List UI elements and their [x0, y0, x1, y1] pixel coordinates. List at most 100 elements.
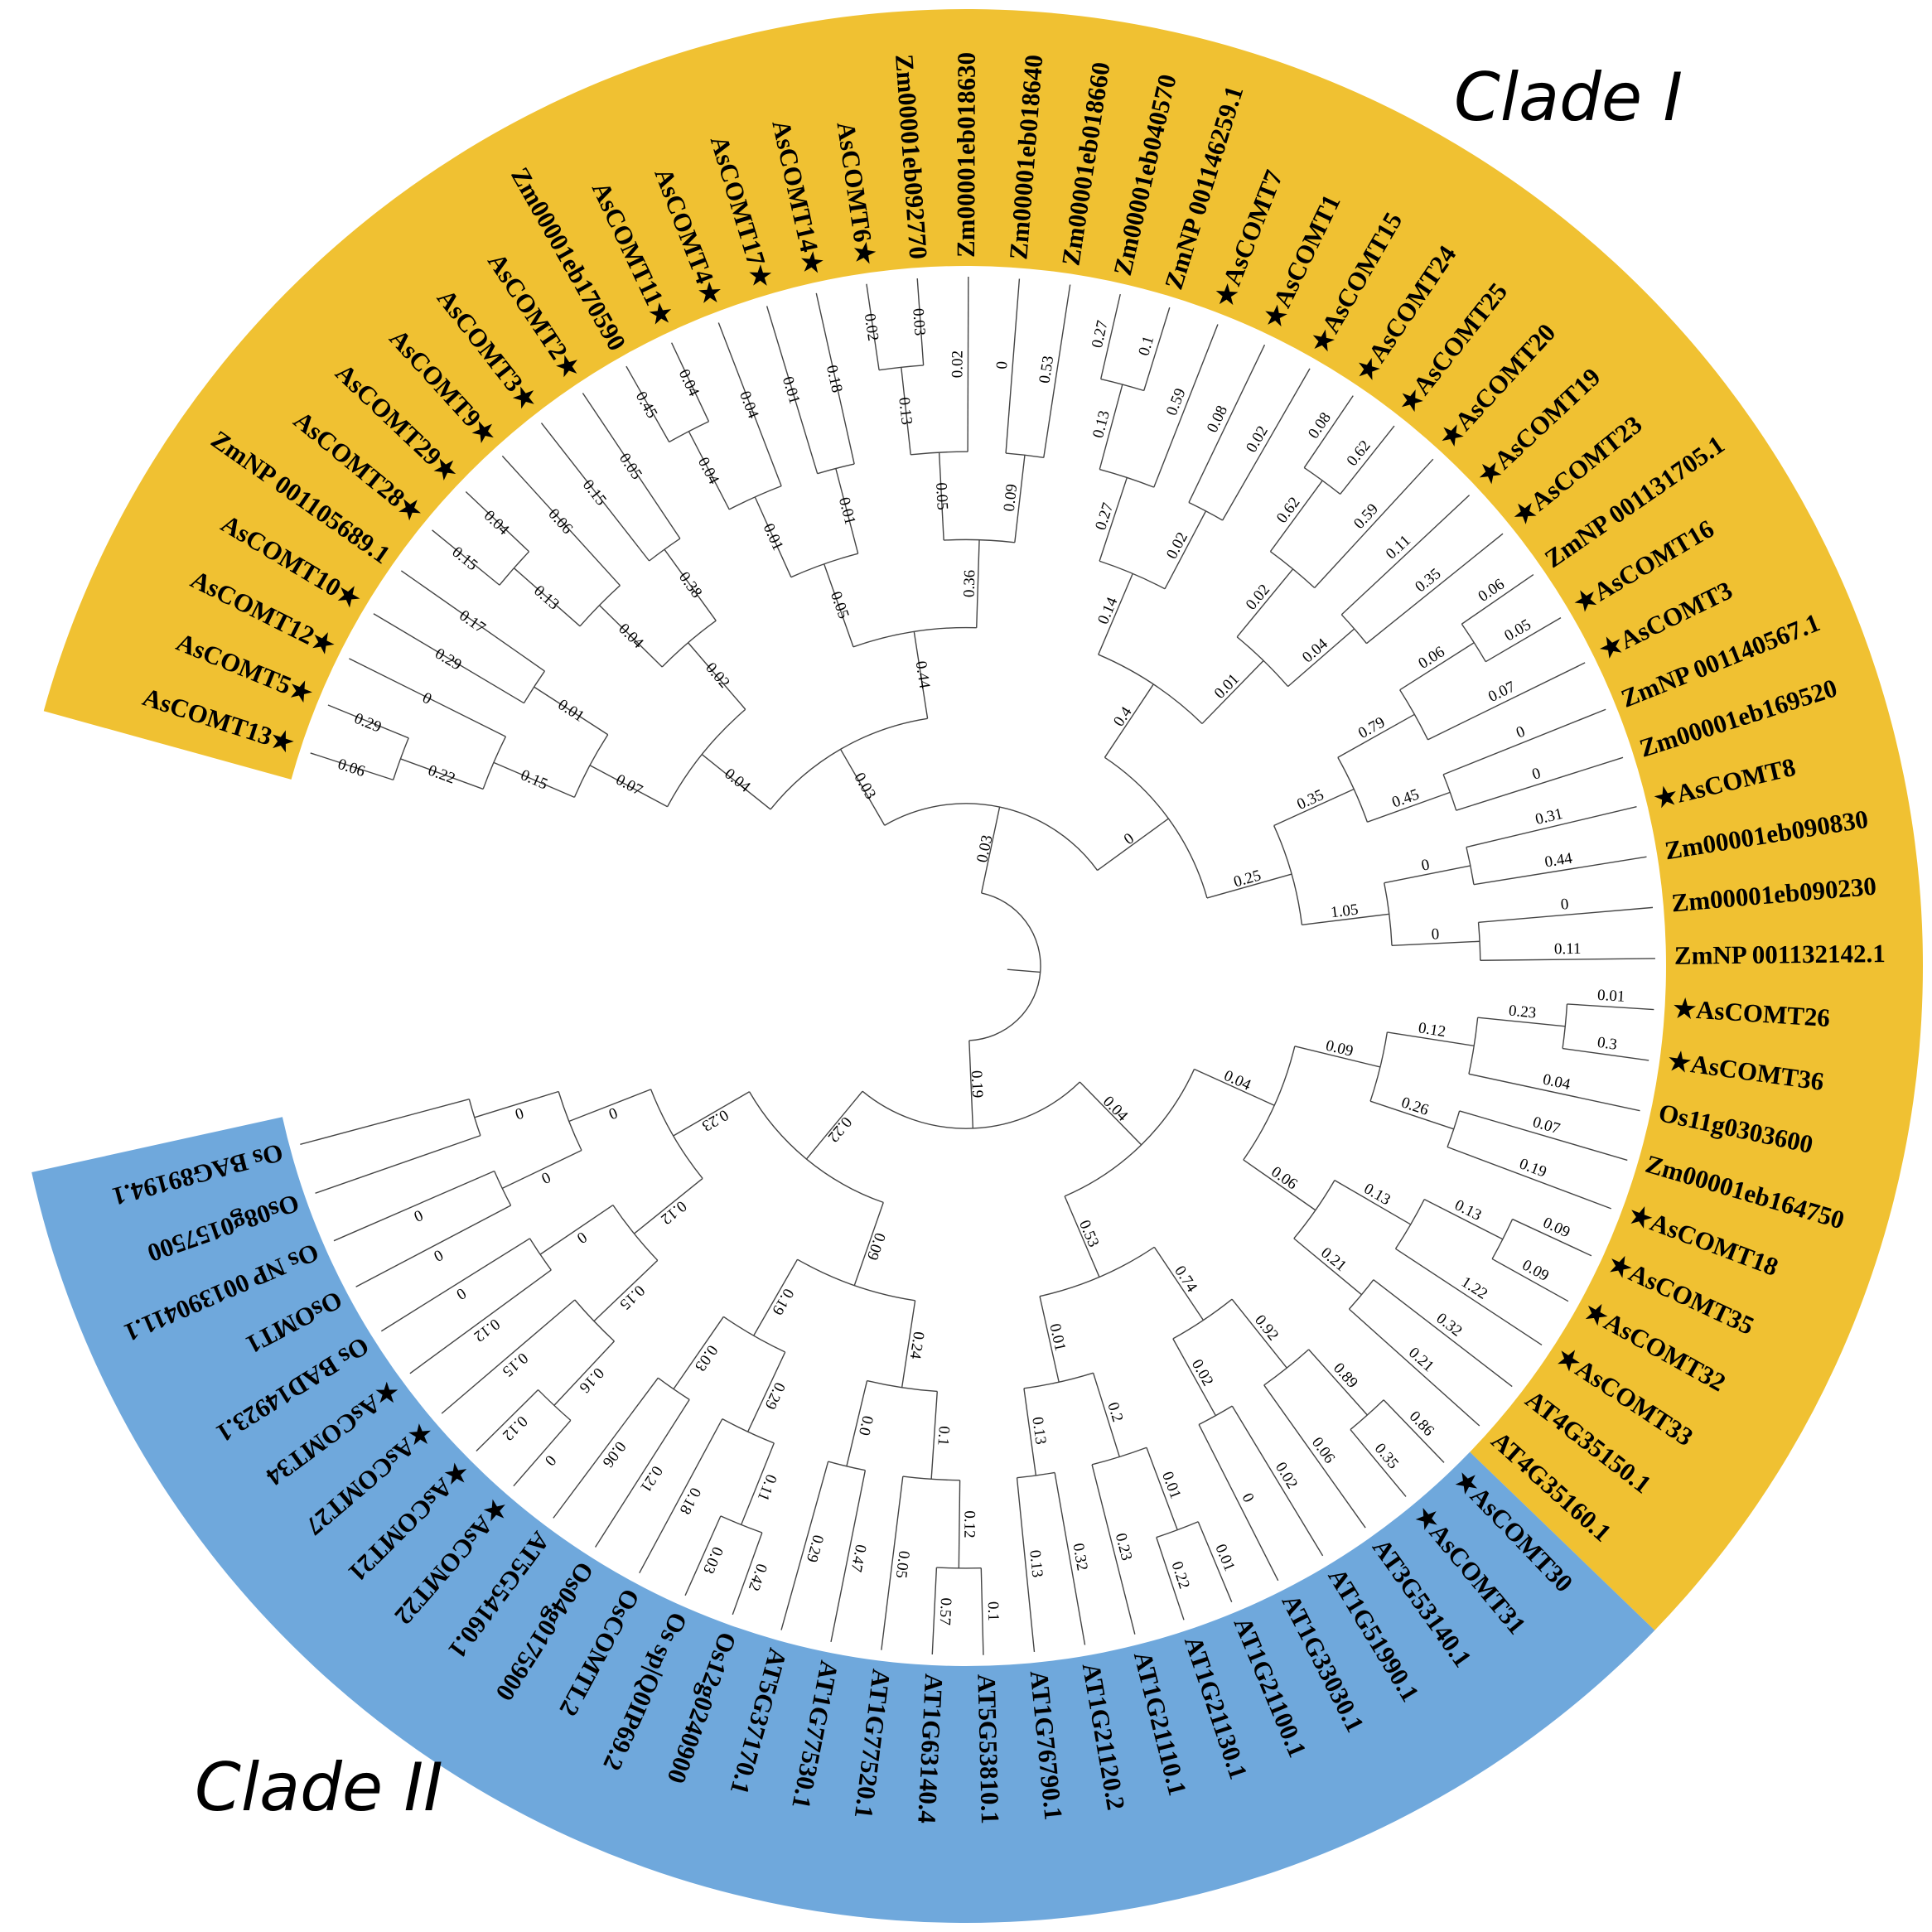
- branch-length-label: 0: [1420, 856, 1431, 874]
- branch-edge: [1198, 1424, 1279, 1582]
- branch-length-label: 0.53: [1036, 355, 1058, 384]
- branch-edge: [493, 761, 575, 799]
- leaf-label: Zm00001eb018630: [951, 52, 981, 258]
- branch-edge: [901, 367, 911, 455]
- branch-edge: [1340, 495, 1471, 616]
- branch-length-label: 0.32: [1069, 1542, 1090, 1572]
- branch-length-label: 0.21: [1317, 1244, 1350, 1275]
- branch-length-label: 0.29: [351, 710, 384, 737]
- branch-edge: [846, 1380, 868, 1466]
- branch-arc: [748, 1091, 884, 1204]
- branch-edge: [1567, 1003, 1654, 1011]
- branch-edge: [1468, 1073, 1640, 1112]
- branch-arc: [936, 1567, 982, 1569]
- branch-edge: [501, 455, 621, 587]
- branch-arc: [1491, 1219, 1514, 1259]
- branch-arc: [1236, 636, 1289, 688]
- branch-edge: [1054, 1472, 1086, 1645]
- branch-arc: [797, 1258, 915, 1302]
- branch-edge: [1373, 1279, 1513, 1388]
- branch-length-label: 0.3: [1596, 1034, 1618, 1054]
- branch-length-label: 0.01: [1596, 987, 1625, 1006]
- branch-length-label: 0.01: [779, 374, 804, 406]
- branch-edge: [373, 613, 524, 704]
- branch-length-label: 0.04: [694, 455, 722, 488]
- branch-edge: [1194, 1068, 1275, 1106]
- branch-length-label: 0.15: [518, 766, 550, 793]
- branch-edge: [1491, 1258, 1569, 1302]
- branch-edge: [938, 452, 944, 541]
- branch-length-label: 0.16: [576, 1364, 607, 1396]
- branch-arc: [1006, 452, 1044, 459]
- branch-length-label: 0: [1530, 765, 1543, 784]
- branch-length-label: 0.92: [1251, 1311, 1282, 1344]
- branch-edge: [673, 1091, 750, 1137]
- branch-edge: [432, 529, 500, 586]
- branch-arc: [884, 803, 1099, 871]
- branch-edge: [1273, 788, 1355, 827]
- branch-length-label: 0.02: [861, 312, 882, 342]
- branch-length-label: 0.42: [745, 1562, 770, 1593]
- branch-edge: [815, 292, 855, 465]
- branch-length-label: 0: [606, 1104, 620, 1123]
- branch-length-label: 0.12: [471, 1315, 503, 1345]
- branch-edge: [1043, 284, 1071, 458]
- branch-length-label: 0.59: [1163, 386, 1190, 418]
- clade-ii-title: Clade II: [195, 1749, 443, 1826]
- branch-edge: [1197, 1521, 1233, 1602]
- branch-length-label: 0.35: [1294, 786, 1326, 814]
- branch-length-label: 0.1: [934, 1426, 953, 1447]
- branch-edge: [753, 1258, 799, 1336]
- branch-length-label: 0.15: [499, 1349, 531, 1380]
- branch-length-label: 0.13: [1089, 408, 1113, 440]
- branch-arc: [828, 1461, 866, 1471]
- branch-length-label: 0.02: [1243, 423, 1272, 456]
- branch-edge: [866, 283, 880, 370]
- clade-i-band: [43, 9, 1924, 1630]
- branch-arc: [1442, 774, 1457, 811]
- branch-edge: [1231, 1298, 1287, 1369]
- branch-length-label: 0.1: [984, 1601, 1002, 1621]
- clade-ii-band: [31, 1117, 1655, 1923]
- branch-arc: [657, 1377, 690, 1400]
- branch-edge: [1206, 873, 1292, 899]
- branch-edge: [1016, 1477, 1036, 1652]
- branch-edge: [1269, 480, 1323, 553]
- branch-length-label: 0.25: [1232, 867, 1263, 891]
- branch-edge: [539, 1205, 614, 1255]
- branch-arc: [649, 538, 681, 562]
- branch-edge: [1340, 425, 1395, 495]
- branch-edge: [1153, 324, 1219, 488]
- branch-edge: [501, 1149, 582, 1190]
- branch-edge: [513, 568, 581, 627]
- branch-length-label: 0.17: [456, 607, 488, 637]
- branch-length-label: 0.32: [1433, 1310, 1466, 1340]
- branch-length-label: 0.12: [1417, 1019, 1447, 1041]
- branch-edge: [1005, 278, 1021, 454]
- branch-length-label: 0.22: [824, 1113, 855, 1146]
- branch-length-label: 0.04: [1221, 1067, 1253, 1094]
- branch-arc: [1104, 756, 1208, 899]
- clade-bands: [31, 9, 1924, 1923]
- branch-arc: [817, 463, 855, 475]
- branch-edge: [380, 1238, 530, 1332]
- branch-edge: [1423, 1199, 1504, 1240]
- branch-edge: [688, 431, 730, 510]
- branch-edge: [582, 393, 681, 539]
- branch-length-label: 0.2: [1104, 1400, 1126, 1424]
- branch-length-label: 0.19: [968, 1070, 986, 1099]
- branch-edge: [1367, 791, 1451, 823]
- branch-edge: [1383, 1399, 1445, 1463]
- branch-length-label: 0.14: [1094, 594, 1122, 626]
- branch-length-label: 0.01: [555, 696, 587, 726]
- branch-edge: [1263, 1384, 1366, 1529]
- branch-edge: [553, 1340, 615, 1406]
- branch-arc: [1156, 1521, 1199, 1538]
- branch-length-label: 0: [431, 1246, 446, 1265]
- branch-edge: [476, 1389, 539, 1452]
- branch-edge: [633, 1177, 703, 1234]
- branch-edge: [1302, 913, 1389, 925]
- branch-length-label: 0: [539, 1168, 553, 1187]
- branch-edge: [1023, 1388, 1037, 1476]
- branch-edge: [766, 306, 819, 474]
